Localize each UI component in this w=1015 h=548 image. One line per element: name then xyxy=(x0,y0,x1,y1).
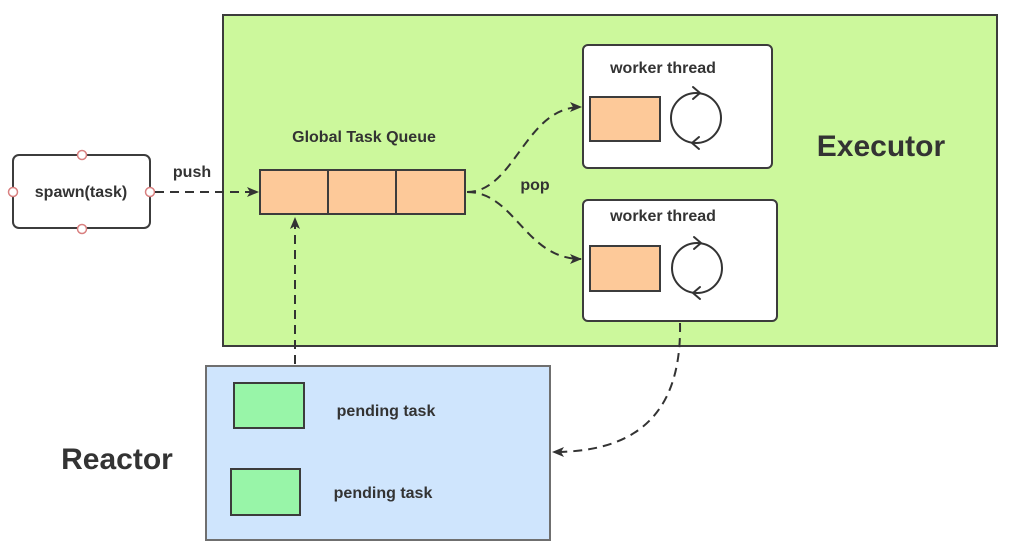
cycle-arrow-icon xyxy=(670,86,722,150)
cycle-arrow-icon xyxy=(671,236,723,300)
connector-dot-top xyxy=(76,149,88,161)
queue-slot xyxy=(327,169,397,215)
pending-task-2: pending task xyxy=(230,468,433,516)
pending-task-1: pending task xyxy=(233,382,436,429)
executor-label: Executor xyxy=(817,130,946,163)
queue-slot xyxy=(259,169,329,215)
pop-label: pop xyxy=(520,177,550,194)
pending-task-label: pending task xyxy=(334,485,433,502)
reactor-label: Reactor xyxy=(61,443,173,476)
pending-task-box xyxy=(233,382,305,429)
worker-label: worker thread xyxy=(609,60,716,77)
connector-dot-left xyxy=(7,186,19,198)
spawn-label: spawn(task) xyxy=(35,184,127,201)
global-task-queue-title: Global Task Queue xyxy=(292,129,436,146)
spawn-node: spawn(task) xyxy=(7,149,156,235)
connector-dot-right xyxy=(144,186,156,198)
global-task-queue xyxy=(259,169,466,215)
worker-current-task xyxy=(589,96,661,142)
pop-arrow-worker-1 xyxy=(466,102,582,193)
worker-to-reactor-arrow xyxy=(552,322,682,457)
pending-task-label: pending task xyxy=(337,403,436,420)
worker-thread-1: worker thread xyxy=(582,44,773,169)
pending-task-box xyxy=(230,468,301,516)
worker-thread-2: worker thread xyxy=(582,199,778,322)
push-label: push xyxy=(173,164,211,181)
worker-current-task xyxy=(589,245,661,292)
connector-dot-bottom xyxy=(76,223,88,235)
queue-slot xyxy=(395,169,466,215)
pop-arrow-worker-2 xyxy=(466,191,582,264)
worker-label: worker thread xyxy=(609,208,716,225)
